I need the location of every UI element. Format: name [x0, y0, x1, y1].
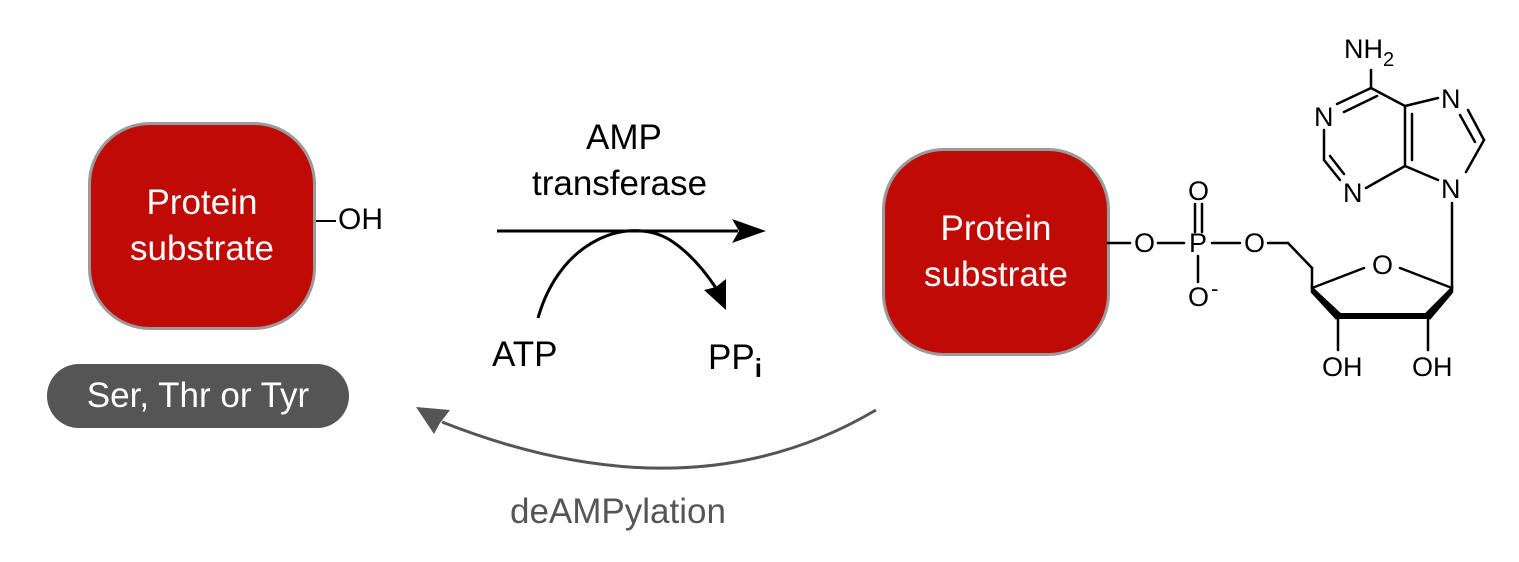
protein-substrate-right: Protein substrate: [882, 148, 1110, 356]
phosphorus-atom: P: [1189, 228, 1208, 258]
protein-label-line2: substrate: [924, 255, 1068, 294]
product-ppi-sub: i: [754, 353, 762, 383]
atp-to-ppi-arrow: [536, 229, 726, 319]
hydroxyl-2prime: OH: [1322, 352, 1363, 382]
residue-badge: Ser, Thr or Tyr: [47, 364, 349, 428]
protein-substrate-left: Protein substrate: [88, 122, 316, 330]
deampylation-arrow: [416, 407, 877, 470]
deampylation-label: deAMPylation: [510, 492, 726, 531]
negative-charge: -: [1211, 276, 1219, 301]
hydroxyl-group: OH: [338, 203, 383, 236]
amp-bonds: [1106, 68, 1486, 352]
enzyme-label-line2: transferase: [532, 164, 708, 203]
nitrogen-n1: N: [1314, 102, 1334, 132]
hydroxyl-3prime: OH: [1412, 352, 1453, 382]
protein-label-line1: Protein: [940, 209, 1052, 248]
protein-label-line1: Protein: [146, 183, 258, 222]
protein-label-line2: substrate: [130, 229, 274, 268]
amine-group: NH2: [1344, 34, 1394, 71]
nitrogen-n7: N: [1441, 84, 1461, 114]
amine-subscript: 2: [1383, 49, 1395, 71]
product-ppi-main: PP: [708, 338, 755, 377]
amine-main: NH: [1344, 34, 1383, 64]
product-ppi: PPi: [708, 338, 762, 383]
nitrogen-n3: N: [1343, 178, 1363, 208]
anionic-oxygen: O-: [1188, 276, 1218, 314]
nitrogen-n9: N: [1441, 174, 1461, 204]
bridge-oxygen-2: O: [1244, 228, 1266, 258]
enzyme-label-line1: AMP: [586, 118, 662, 157]
anionic-oxygen-atom: O: [1188, 282, 1210, 312]
oxo-oxygen: O: [1188, 176, 1210, 206]
ribose-ring-oxygen: O: [1372, 250, 1394, 280]
hydroxyl-bond: [316, 220, 336, 222]
bridge-oxygen-1: O: [1134, 228, 1156, 258]
forward-arrow: [497, 219, 766, 243]
reactant-atp: ATP: [492, 335, 558, 374]
